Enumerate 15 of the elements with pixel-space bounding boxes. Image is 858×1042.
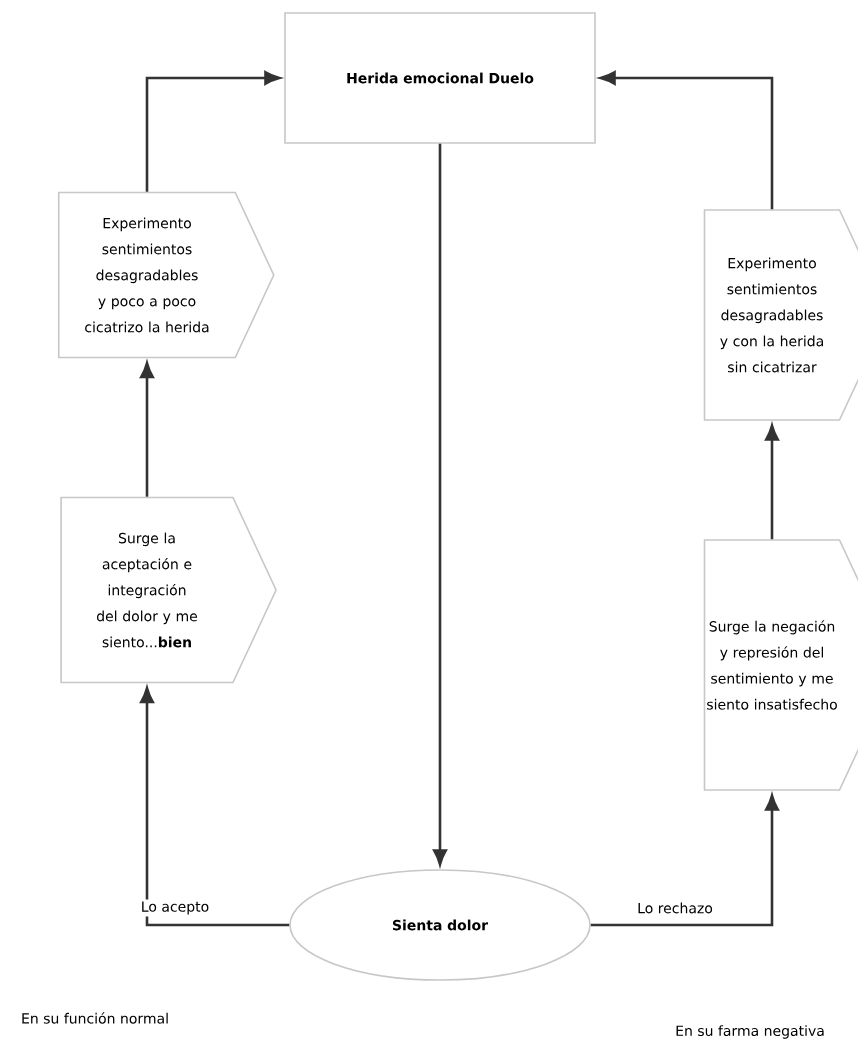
arrow bbox=[765, 424, 779, 540]
edge-label: Lo acepto bbox=[138, 899, 212, 917]
edge-label: Lo rechazo bbox=[635, 900, 715, 916]
arrow bbox=[145, 71, 281, 192]
chevron-box: Experimento sentimientos desagradables y poco a poco cicatrizo la herida bbox=[57, 191, 275, 359]
ellipse-node: Sienta dolor bbox=[289, 869, 591, 981]
arrow bbox=[433, 143, 447, 866]
chevron-box: Experimento sentimientos desagradables y con la herida sin cicatrizar bbox=[703, 209, 858, 421]
title-box: Herida emocional Duelo bbox=[284, 12, 596, 144]
arrow bbox=[599, 71, 774, 210]
chevron-box: Surge la aceptación e integración del dolor y me siento...bien bbox=[60, 496, 277, 684]
note: En su función normal bbox=[22, 1012, 168, 1024]
note: En su farma negativa bbox=[676, 1025, 824, 1039]
chevron-box: Surge la negación y represión del sentimiento y me siento insatisfecho bbox=[703, 539, 858, 791]
arrow bbox=[590, 794, 779, 927]
